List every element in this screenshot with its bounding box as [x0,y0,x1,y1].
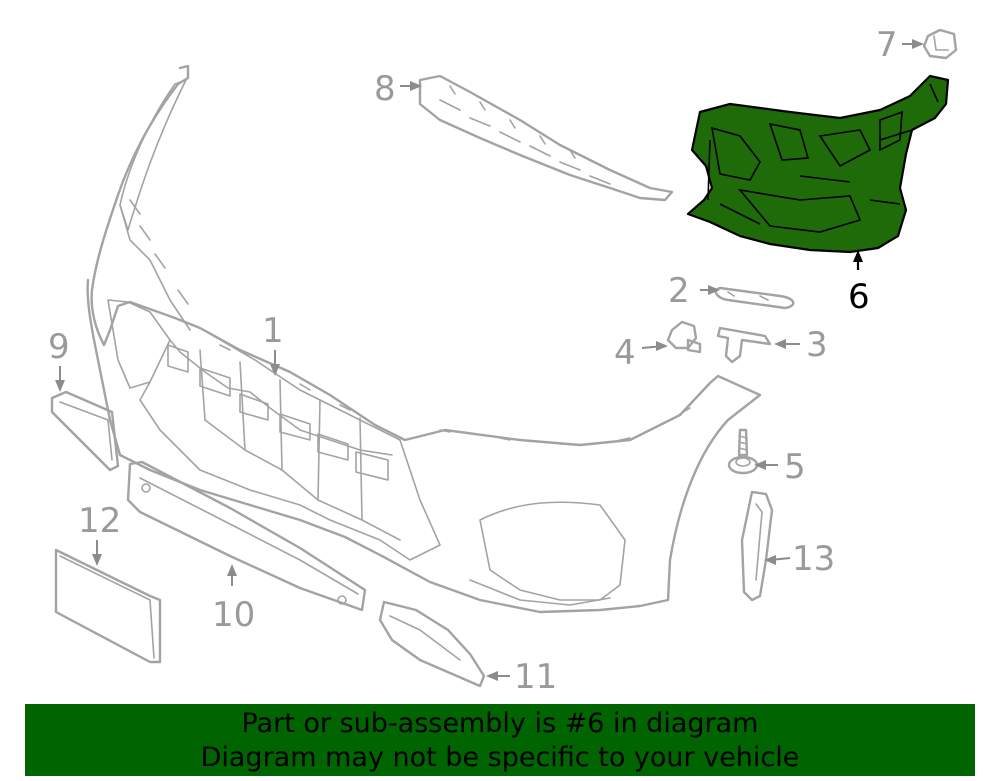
callout-5: 5 [784,447,806,487]
callout-2: 2 [668,271,690,311]
part-8-upper-bracket[interactable] [418,74,674,202]
callout-4: 4 [614,333,636,373]
part-1-bumper-cover[interactable] [86,64,762,614]
callout-11: 11 [514,657,557,697]
part-7-nut[interactable] [922,28,958,60]
callout-7: 7 [876,25,898,65]
part-6-bumper-bracket[interactable] [686,74,950,254]
callout-9: 9 [48,327,70,367]
callout-10: 10 [212,595,255,635]
callout-13: 13 [792,539,835,579]
callout-arrows [55,39,924,681]
banner-line-2: Diagram may not be specific to your vehi… [200,742,800,773]
parts-diagram: 1 2 3 4 5 6 7 8 9 10 11 12 13 [48,25,958,697]
part-5-screw[interactable] [727,428,759,475]
part-9-trim[interactable] [50,390,120,472]
part-12-panel[interactable] [54,548,162,664]
part-13-reflector[interactable] [740,490,774,602]
callout-8: 8 [374,69,396,109]
part-2-trim-strip[interactable] [714,286,795,310]
callout-1: 1 [262,311,284,351]
part-3-bracket[interactable] [716,326,772,364]
callout-3: 3 [806,325,828,365]
callout-6: 6 [848,277,870,317]
part-11-cover[interactable] [378,600,486,688]
banner-line-1: Part or sub-assembly is #6 in diagram [241,708,759,739]
info-banner: Part or sub-assembly is #6 in diagram Di… [25,704,975,776]
callout-12: 12 [78,501,121,541]
part-10-lower-grille[interactable] [126,460,367,612]
part-4-clip[interactable] [666,320,702,354]
